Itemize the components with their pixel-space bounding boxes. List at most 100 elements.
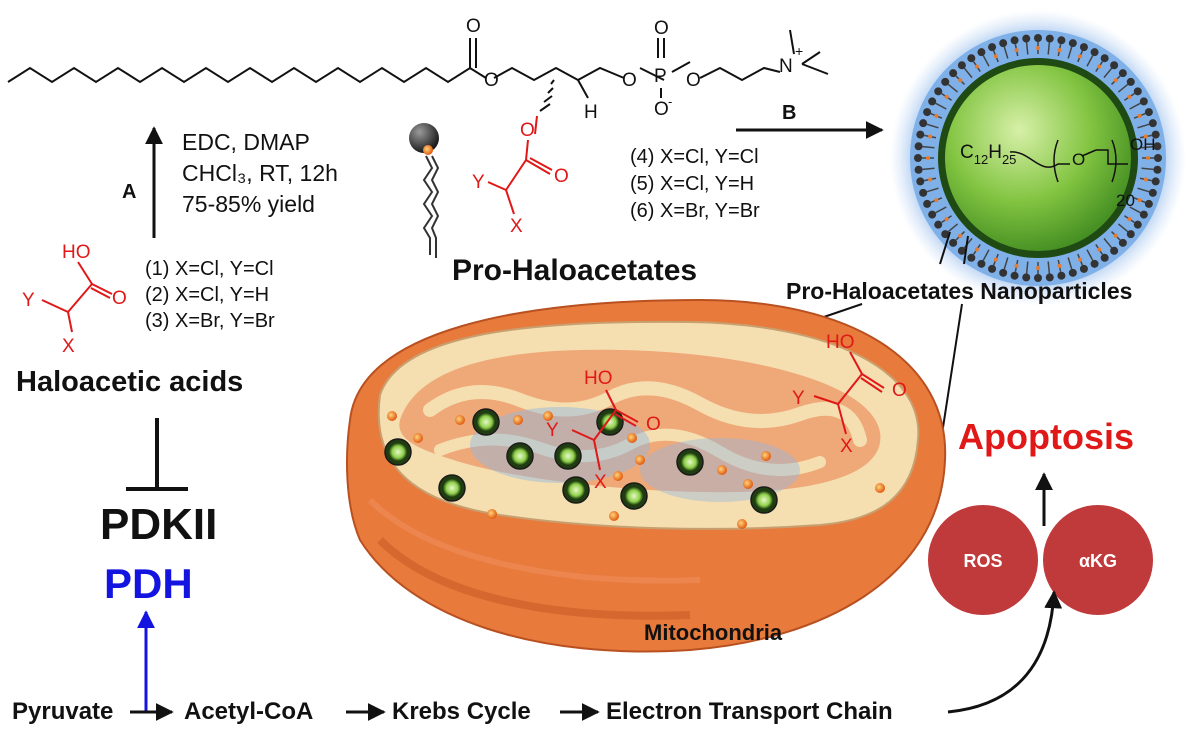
lipid-tail bbox=[1141, 145, 1154, 149]
lipid-prodrug-dot bbox=[1137, 113, 1142, 118]
np-hydroxyl: OH bbox=[1130, 135, 1156, 154]
lipid-prodrug-dot bbox=[944, 217, 949, 222]
lipid-tail bbox=[922, 167, 935, 171]
lipid-head bbox=[1153, 165, 1162, 174]
prodrug-dot bbox=[613, 471, 623, 481]
lipid-head bbox=[934, 87, 943, 96]
lipid-head bbox=[1057, 271, 1066, 280]
lipid-tail bbox=[1103, 237, 1113, 249]
lipid-tail bbox=[1047, 261, 1051, 274]
mitochondria-label: Mitochondria bbox=[644, 620, 783, 645]
lipid-prodrug-dot bbox=[1036, 266, 1040, 270]
lipid-head bbox=[928, 97, 937, 106]
lipid-head bbox=[949, 238, 958, 247]
released-acid-1 bbox=[571, 389, 639, 471]
np-core-formula: C12H25 bbox=[960, 142, 1016, 167]
prodrug-condition-2: (5) X=Cl, Y=H bbox=[630, 173, 755, 195]
lipid-tail bbox=[1141, 167, 1154, 171]
prodrug-dot bbox=[875, 483, 885, 493]
lipid-head bbox=[941, 77, 950, 86]
lipid-prodrug-dot bbox=[1127, 94, 1132, 99]
atom-ho-r2: HO bbox=[826, 332, 855, 353]
lipid-tail bbox=[935, 206, 947, 214]
lipid-head bbox=[967, 54, 976, 63]
mito-nanoparticle bbox=[750, 486, 778, 514]
lipid-tail bbox=[982, 249, 990, 261]
np-stem-left bbox=[939, 231, 951, 265]
lipid-head bbox=[1045, 34, 1054, 43]
lipid-head bbox=[923, 199, 932, 208]
lipid-prodrug-dot bbox=[928, 177, 933, 182]
lipid-tail bbox=[1117, 83, 1129, 93]
lipid-prodrug-dot bbox=[1014, 263, 1019, 268]
lipid-head bbox=[967, 253, 976, 262]
prodrug-dot bbox=[543, 411, 553, 421]
lipid-prodrug-dot bbox=[1057, 263, 1062, 268]
step-b-letter: B bbox=[782, 102, 796, 124]
released-acid-2 bbox=[813, 351, 885, 435]
prodrug-dot bbox=[513, 415, 523, 425]
lipid-prodrug-dot bbox=[934, 113, 939, 118]
atom-y-ester: Y bbox=[472, 172, 485, 193]
pathway-curve-arrow bbox=[947, 590, 1063, 714]
haloacetic-acid-structure bbox=[41, 261, 113, 333]
mito-prodrug-dots bbox=[387, 411, 885, 529]
lipid-tail bbox=[1047, 42, 1051, 55]
mito-nanoparticle bbox=[554, 442, 582, 470]
lipid-head bbox=[1139, 97, 1148, 106]
lipid-prodrug-dot bbox=[926, 156, 930, 160]
lipid-head bbox=[928, 210, 937, 219]
lipid-head bbox=[949, 69, 958, 78]
lipid-head bbox=[934, 220, 943, 229]
mitochondrion bbox=[346, 298, 947, 653]
lipid-tail bbox=[1137, 123, 1150, 129]
lipid-head bbox=[1151, 130, 1160, 139]
atom-x-r2: X bbox=[840, 436, 853, 457]
lipid-head bbox=[957, 61, 966, 70]
atom-o-r2: O bbox=[892, 380, 907, 401]
atom-y-r2: Y bbox=[792, 388, 805, 409]
lipid-prodrug-dot bbox=[1036, 46, 1040, 50]
lipid-structure bbox=[7, 29, 829, 99]
lipid-head bbox=[1144, 108, 1153, 117]
lipid-head bbox=[1022, 273, 1031, 282]
ros-label: ROS bbox=[963, 551, 1002, 571]
lipid-prodrug-dot bbox=[1146, 156, 1150, 160]
np-label: Pro-Haloacetates Nanoparticles bbox=[786, 278, 1133, 304]
lipid-tail bbox=[1129, 102, 1141, 110]
atom-carbonyl-o2: O bbox=[554, 166, 569, 187]
lipid-prodrug-dot bbox=[974, 64, 979, 69]
atom-phosphate-o2: O bbox=[686, 70, 701, 91]
step-a-reagent-1: EDC, DMAP bbox=[182, 129, 310, 155]
haloacetic-acids-label: Haloacetic acids bbox=[16, 366, 244, 398]
atom-ester-o2: O bbox=[520, 120, 535, 141]
atom-phosphate-o1: O bbox=[622, 70, 637, 91]
lipid-tail bbox=[947, 223, 959, 233]
lipid-head bbox=[941, 230, 950, 239]
lipid-prodrug-dot bbox=[1113, 233, 1118, 238]
np-oxygen: O bbox=[1072, 150, 1085, 169]
lipid-head bbox=[1118, 238, 1127, 247]
atom-x-r1: X bbox=[594, 472, 607, 493]
lipid-head bbox=[1133, 220, 1142, 229]
lipid-tail bbox=[963, 67, 973, 79]
acid-condition-2: (2) X=Cl, Y=H bbox=[145, 284, 270, 306]
lipid-head bbox=[1100, 253, 1109, 262]
prodrug-dot bbox=[609, 511, 619, 521]
lipid-tail bbox=[1067, 46, 1073, 59]
lipid-prodrug-dot bbox=[1113, 78, 1118, 83]
lipid-prodrug-dot bbox=[993, 54, 998, 59]
atom-h: H bbox=[584, 102, 598, 123]
atom-plus-sign: + bbox=[795, 43, 803, 59]
lipid-prodrug-dot bbox=[958, 233, 963, 238]
lipid-prodrug-dot bbox=[934, 198, 939, 203]
atom-o-acid: O bbox=[112, 288, 127, 309]
lipid-prodrug-dot bbox=[993, 257, 998, 262]
lipid-stereo-bond bbox=[539, 79, 555, 112]
atom-ho-r1: HO bbox=[584, 368, 613, 389]
pathway-pyruvate: Pyruvate bbox=[12, 698, 114, 725]
lipid-prodrug-dot bbox=[958, 78, 963, 83]
lipid-tail bbox=[1129, 206, 1141, 214]
lipid-head bbox=[1090, 48, 1099, 57]
pro-haloacetates-label: Pro-Haloacetates bbox=[452, 254, 698, 287]
